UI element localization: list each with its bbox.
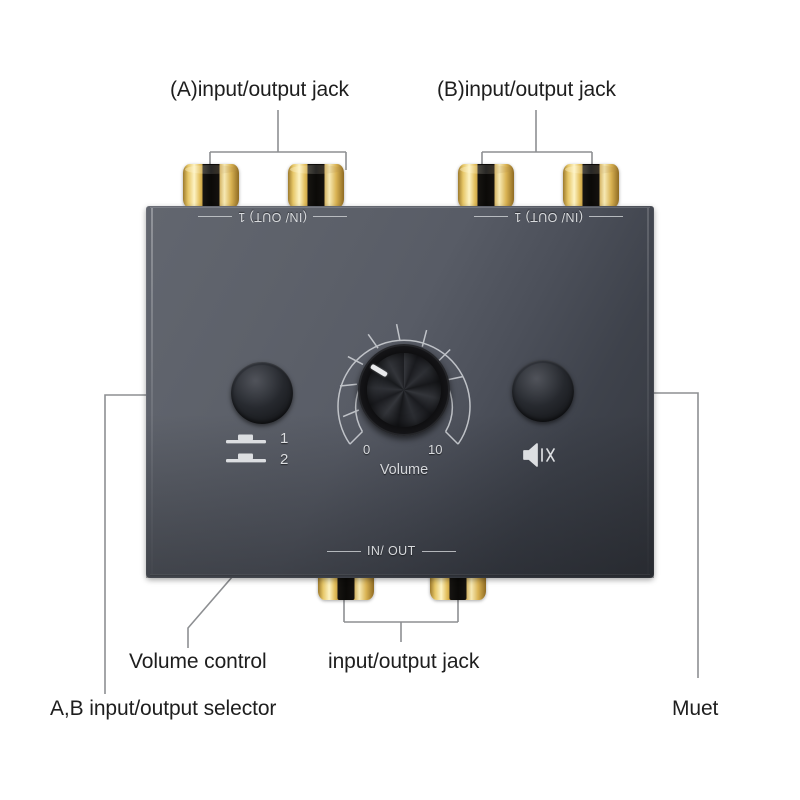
selector-option-2: 2	[280, 451, 289, 468]
silk-bottom-text: IN/ OUT	[367, 544, 416, 558]
callout-jack-a: (A)input/output jack	[170, 78, 349, 101]
selector-option-1: 1	[280, 430, 289, 447]
volume-knob-assembly[interactable]: 0 10 Volume	[336, 322, 472, 478]
silk-top-right-text: (IN/ OUT) 1	[514, 210, 583, 224]
silk-top-left-text: (IN/ OUT) 1	[238, 210, 307, 224]
callout-mute: Muet	[672, 697, 719, 720]
silk-bottom-jacks: IN/ OUT	[327, 544, 456, 558]
callout-volume-control: Volume control	[129, 650, 267, 673]
body-top-bevel	[150, 207, 650, 208]
volume-knob[interactable]	[358, 344, 450, 436]
rca-jack-b2[interactable]	[563, 164, 619, 208]
callout-jack-b: (B)input/output jack	[437, 78, 616, 101]
volume-caption: Volume	[379, 462, 429, 478]
silk-rule-left	[327, 550, 361, 552]
silk-rule-left	[312, 216, 347, 218]
ab-selector-button[interactable]	[231, 362, 293, 424]
ab-selector-icon	[226, 434, 266, 463]
silk-rule-right	[421, 550, 456, 552]
mute-button[interactable]	[512, 360, 574, 422]
rca-jack-a1[interactable]	[183, 164, 239, 208]
callout-input-output-jack: input/output jack	[328, 650, 480, 673]
volume-max-label: 10	[428, 442, 443, 457]
volume-min-label: 0	[363, 442, 371, 457]
rca-jack-a2[interactable]	[288, 164, 344, 208]
speaker-mute-icon	[523, 443, 555, 467]
volume-scale-arc	[337, 323, 471, 445]
silk-rule-right	[198, 216, 232, 218]
callout-ab-selector: A,B input/output selector	[50, 697, 277, 720]
silk-rule-right	[474, 216, 508, 218]
silk-top-left-jacks: (IN/ OUT) 1	[198, 210, 347, 224]
body-right-bevel	[647, 208, 649, 574]
silk-top-right-jacks: (IN/ OUT) 1	[474, 210, 623, 224]
silk-rule-left	[588, 216, 623, 218]
body-left-bevel	[151, 208, 153, 574]
volume-knob-face	[367, 353, 441, 427]
ab-selector-digits: 1 2	[280, 430, 288, 468]
body-bottom-bevel	[150, 574, 650, 576]
rca-jack-b1[interactable]	[458, 164, 514, 208]
